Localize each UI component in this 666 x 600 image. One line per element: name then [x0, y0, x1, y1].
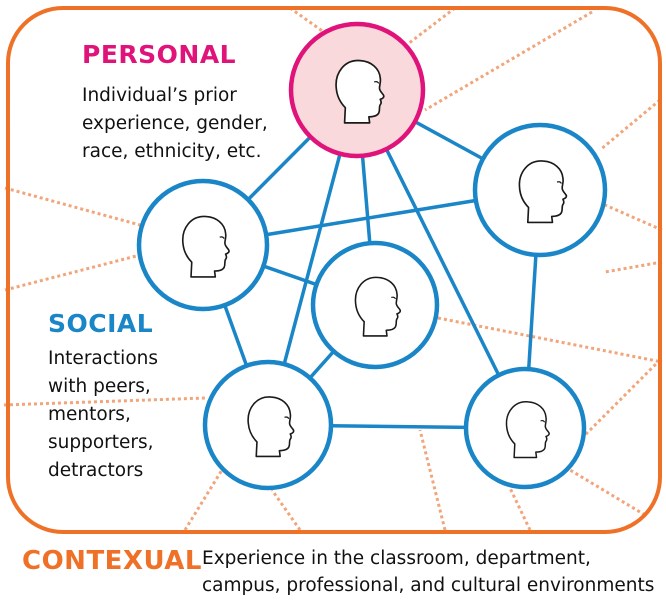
contextual-dotted-lines: [3, 6, 663, 531]
contextual-dotted-line: [508, 487, 532, 531]
contextual-dotted-line: [270, 489, 302, 531]
social-description-line: with peers,: [48, 376, 151, 397]
node-right: [472, 122, 608, 258]
contextual-dotted-line: [399, 6, 456, 52]
contextual-dotted-line: [599, 98, 661, 152]
contextual-dotted-line: [437, 316, 663, 364]
personal-node: [288, 21, 426, 159]
node-center: [310, 240, 440, 370]
social-description: Interactions with peers, mentors, suppor…: [48, 345, 158, 485]
node-left: [136, 178, 270, 312]
contextual-dotted-line: [583, 358, 662, 437]
personal-description-line: experience, gender,: [82, 113, 268, 134]
node-bottom-right: [463, 366, 587, 490]
contextual-title: CONTEXUAL: [22, 546, 202, 576]
social-description-line: Interactions: [48, 348, 159, 369]
node-bottom-left: [202, 359, 334, 491]
contextual-dotted-line: [183, 464, 227, 531]
personal-description-line: race, ethnicity, etc.: [82, 141, 262, 162]
social-description-line: detractors: [48, 460, 144, 481]
contextual-description: Experience in the classroom, department,…: [202, 545, 654, 599]
contextual-dotted-line: [604, 203, 663, 232]
person-nodes: [136, 21, 608, 491]
social-title: SOCIAL: [48, 309, 154, 338]
contextual-dotted-line: [4, 186, 141, 227]
contextual-description-line: campus, professional, and cultural envir…: [202, 575, 655, 596]
social-description-line: mentors,: [48, 404, 131, 425]
contextual-dotted-line: [604, 260, 663, 274]
personal-title: PERSONAL: [82, 40, 237, 69]
contextual-dotted-line: [424, 10, 593, 112]
personal-description: Individual’s prior experience, gender, r…: [82, 82, 268, 166]
contextual-dotted-line: [569, 468, 646, 517]
contextual-description-line: Experience in the classroom, department,: [202, 548, 591, 569]
social-description-line: supporters,: [48, 432, 154, 453]
contextual-frame: [6, 6, 662, 534]
contextual-dotted-line: [4, 253, 141, 292]
personal-description-line: Individual’s prior: [82, 85, 237, 106]
contextual-dotted-line: [418, 429, 447, 531]
